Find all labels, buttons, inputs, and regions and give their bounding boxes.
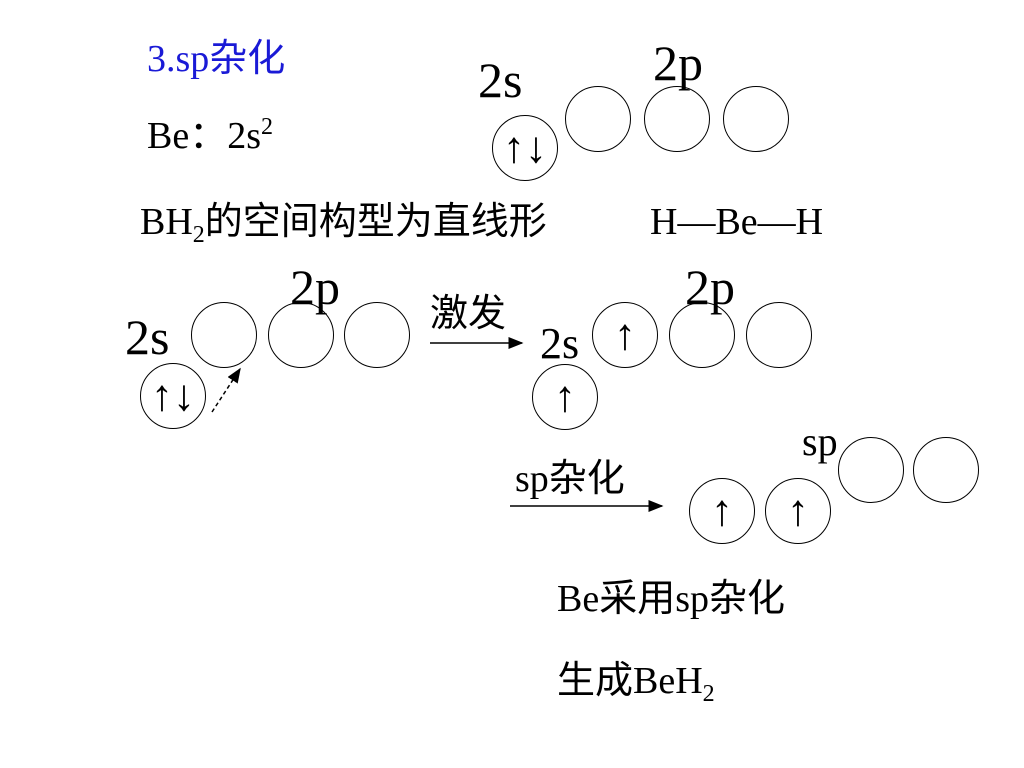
electron-configuration: Be：2s2	[147, 115, 273, 155]
ground-2s-label: 2s	[478, 52, 523, 108]
shape-formula-pre: BH	[140, 201, 193, 243]
before-2p-orbital-2	[268, 302, 334, 368]
shape-formula-sub: 2	[192, 222, 205, 248]
ground-2s-spin: ↑↓	[503, 123, 547, 172]
hybridization-label: sp杂化	[515, 458, 625, 500]
config-superscript: 2	[261, 114, 274, 140]
sp-orbital-1-spin: ↑	[711, 486, 733, 535]
p-orbital-unhybridized-1	[838, 437, 904, 503]
promotion-dashed-arrow	[211, 367, 241, 413]
sp-orbital-1: ↑	[689, 478, 755, 544]
conclusion-line-1: Be采用sp杂化	[557, 578, 786, 620]
linear-formula: H—Be—H	[650, 201, 824, 243]
before-2p-orbital-3	[344, 302, 410, 368]
after-2s-orbital: ↑	[532, 364, 598, 430]
after-2s-spin: ↑	[554, 372, 576, 421]
ground-2p-orbital-2	[644, 86, 710, 152]
ground-2s-orbital: ↑↓	[492, 115, 558, 181]
conclusion-formula-sub: 2	[702, 681, 715, 707]
before-2s-orbital: ↑↓	[140, 363, 206, 429]
before-2s-spin: ↑↓	[151, 371, 195, 420]
sp-orbital-2: ↑	[765, 478, 831, 544]
after-2s-label: 2s	[540, 319, 580, 368]
ground-2p-label: 2p	[653, 35, 703, 91]
config-label: Be：2s	[147, 115, 262, 157]
after-2p-orbital-2	[669, 302, 735, 368]
shape-statement: BH2的空间构型为直线形	[140, 203, 547, 247]
ground-2p-orbital-1	[565, 86, 631, 152]
conclusion-line-2: 生成BeH2	[557, 662, 715, 706]
section-title: 3.sp杂化	[147, 38, 286, 80]
sp-label: sp	[802, 419, 838, 464]
sp-orbital-2-spin: ↑	[787, 486, 809, 535]
excitation-label: 激发	[430, 293, 507, 335]
before-2s-label: 2s	[125, 309, 170, 365]
conclusion-formula-pre: 生成BeH	[557, 660, 703, 702]
after-2p-orbital-1: ↑	[592, 302, 658, 368]
ground-2p-orbital-3	[723, 86, 789, 152]
after-2p-orbital-3	[746, 302, 812, 368]
before-2p-orbital-1	[191, 302, 257, 368]
after-2p-spin: ↑	[614, 310, 636, 359]
p-orbital-unhybridized-2	[913, 437, 979, 503]
shape-text: 的空间构型为直线形	[204, 201, 547, 243]
